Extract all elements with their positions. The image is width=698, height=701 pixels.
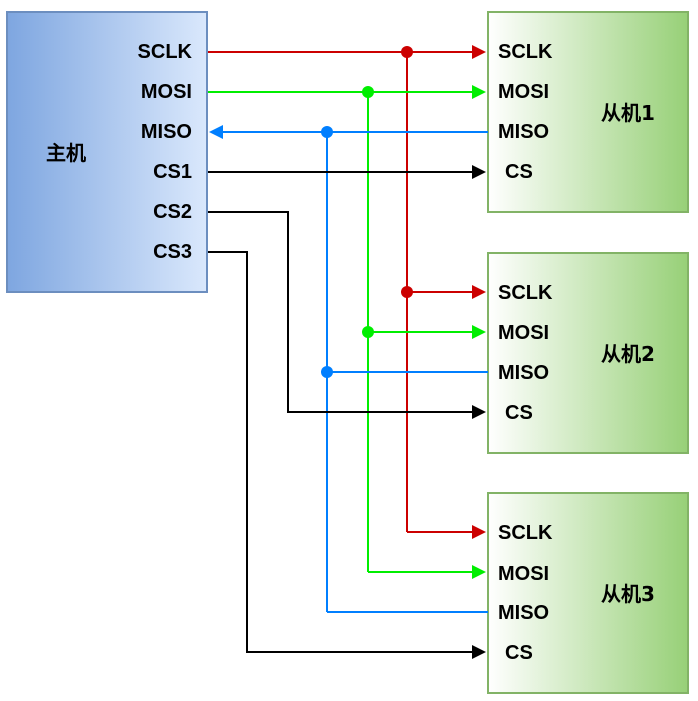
slave-box-2: 从机2 SCLK MOSI MISO CS (487, 252, 689, 454)
master-pin-miso: MISO (141, 121, 192, 143)
cs3-wire (208, 251, 478, 653)
master-box: 主机 SCLK MOSI MISO CS1 CS2 CS3 (6, 11, 208, 293)
slave-1-pin-miso: MISO (498, 121, 549, 143)
slave-2-pin-miso: MISO (498, 362, 549, 384)
miso-junction-2 (321, 366, 333, 378)
slave-3-pin-cs: CS (505, 642, 533, 664)
cs3-arrow (472, 645, 486, 659)
cs-wires (208, 165, 486, 659)
master-pin-mosi: MOSI (141, 81, 192, 103)
slave-3-pin-miso: MISO (498, 602, 549, 624)
slave-box-1: 从机1 SCLK MOSI MISO CS (487, 11, 689, 213)
slave-box-3-rect (487, 492, 689, 694)
mosi-junction-2 (362, 326, 374, 338)
sclk-wires (208, 45, 486, 539)
sclk-arrow-slave-1 (472, 45, 486, 59)
slave-1-pin-sclk: SCLK (498, 41, 553, 63)
miso-wires (209, 125, 488, 613)
slave-box-3: 从机3 SCLK MOSI MISO CS (487, 492, 689, 694)
master-pin-cs2: CS2 (153, 201, 192, 223)
slave-1-pin-mosi: MOSI (498, 81, 549, 103)
mosi-arrow-slave-3 (472, 565, 486, 579)
mosi-arrow-slave-2 (472, 325, 486, 339)
sclk-arrow-slave-3 (472, 525, 486, 539)
slave-2-pin-mosi: MOSI (498, 322, 549, 344)
miso-arrow-master (209, 125, 223, 139)
mosi-wires (208, 85, 486, 579)
slave-3-pin-mosi: MOSI (498, 563, 549, 585)
master-pin-cs1: CS1 (153, 161, 192, 183)
slave-3-title: 从机3 (601, 582, 655, 606)
master-pin-sclk: SCLK (138, 41, 193, 63)
slave-2-pin-cs: CS (505, 402, 533, 424)
sclk-junction-1 (401, 46, 413, 58)
slave-box-2-rect (487, 252, 689, 454)
sclk-arrow-slave-2 (472, 285, 486, 299)
master-title: 主机 (46, 141, 86, 165)
cs1-arrow (472, 165, 486, 179)
cs2-wire (208, 211, 478, 413)
sclk-junction-2 (401, 286, 413, 298)
miso-junction-1 (321, 126, 333, 138)
mosi-arrow-slave-1 (472, 85, 486, 99)
master-pin-cs3: CS3 (153, 241, 192, 263)
mosi-junction-1 (362, 86, 374, 98)
cs2-arrow (472, 405, 486, 419)
slave-2-pin-sclk: SCLK (498, 282, 553, 304)
slave-2-title: 从机2 (601, 342, 655, 366)
slave-1-pin-cs: CS (505, 161, 533, 183)
master-box-rect (6, 11, 208, 293)
slave-box-1-rect (487, 11, 689, 213)
slave-3-pin-sclk: SCLK (498, 522, 553, 544)
slave-1-title: 从机1 (601, 101, 655, 125)
